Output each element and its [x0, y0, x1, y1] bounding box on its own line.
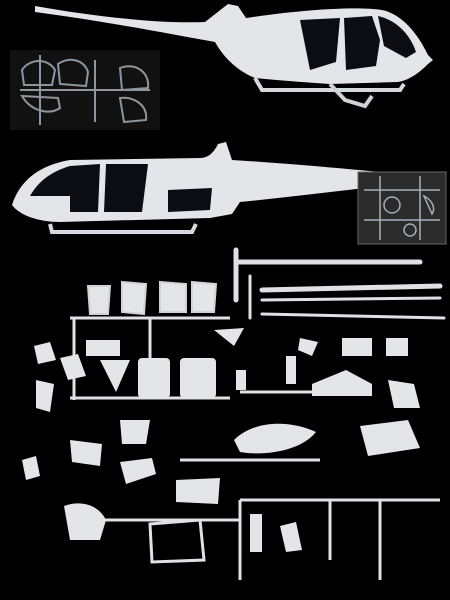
clear-light-2 [403, 223, 417, 237]
fuselage-lower-skid [48, 223, 198, 234]
part-box-2 [70, 440, 102, 466]
engine-cover [312, 370, 372, 396]
fuselage-lower-window-rear [104, 164, 148, 212]
engine-housing [234, 423, 316, 454]
fuselage-half-upper [35, 4, 433, 109]
small-part-4 [286, 356, 296, 384]
clear-window-4 [118, 65, 150, 92]
fuselage-upper-window-door [344, 16, 380, 70]
tail-boom-strut [260, 312, 446, 320]
small-part-1 [22, 456, 40, 480]
seat-frame-3 [159, 280, 187, 313]
fuselage-upper-windscreen [378, 16, 416, 58]
bracket-part [298, 338, 318, 356]
clear-window-1 [20, 60, 57, 86]
cabin-door-2 [180, 358, 216, 398]
floor-panel [86, 340, 120, 356]
fuselage-upper-skid [253, 76, 406, 92]
seat-frame-1 [86, 285, 112, 315]
clear-part-3 [422, 194, 435, 216]
part-box-1 [120, 420, 150, 444]
clear-window-5 [118, 96, 148, 124]
clear-window-3 [20, 94, 62, 113]
small-part-2 [34, 342, 56, 364]
clear-parts-sprue-right [357, 171, 447, 245]
fuselage-upper-window-rear [300, 18, 340, 70]
rotor-blade-sprue [233, 247, 446, 320]
side-panel-right [388, 380, 420, 408]
small-panel-2 [36, 380, 54, 412]
clear-parts-sprue-left [10, 50, 160, 130]
fuselage-lower-window-door [70, 164, 100, 212]
instrument-panel [342, 338, 372, 356]
pilot-figure-2 [250, 514, 262, 552]
small-part-3 [236, 370, 246, 390]
fuselage-upper-skid-strut [328, 82, 374, 109]
fuselage-lower-windscreen [30, 166, 74, 196]
main-parts-sprue [22, 280, 440, 580]
seat-assembly [148, 518, 206, 564]
clear-light-1 [383, 196, 401, 214]
tail-fin-part [100, 360, 130, 392]
cockpit-tub [64, 503, 106, 540]
fuselage-lower-side-window [168, 188, 212, 212]
part-box-3 [120, 458, 156, 484]
seat-frame-4 [191, 280, 218, 313]
fuselage-half-lower [12, 142, 422, 234]
triangle-part [214, 328, 244, 346]
console-part [386, 338, 408, 356]
part-box-4 [176, 478, 220, 504]
rotor-blade-2 [259, 283, 443, 293]
pilot-figure [280, 522, 302, 552]
clear-window-2 [56, 58, 90, 88]
cabin-door-1 [138, 358, 170, 398]
tail-plane [360, 420, 420, 456]
seat-frame-2 [121, 280, 148, 316]
small-panel-1 [60, 354, 86, 380]
